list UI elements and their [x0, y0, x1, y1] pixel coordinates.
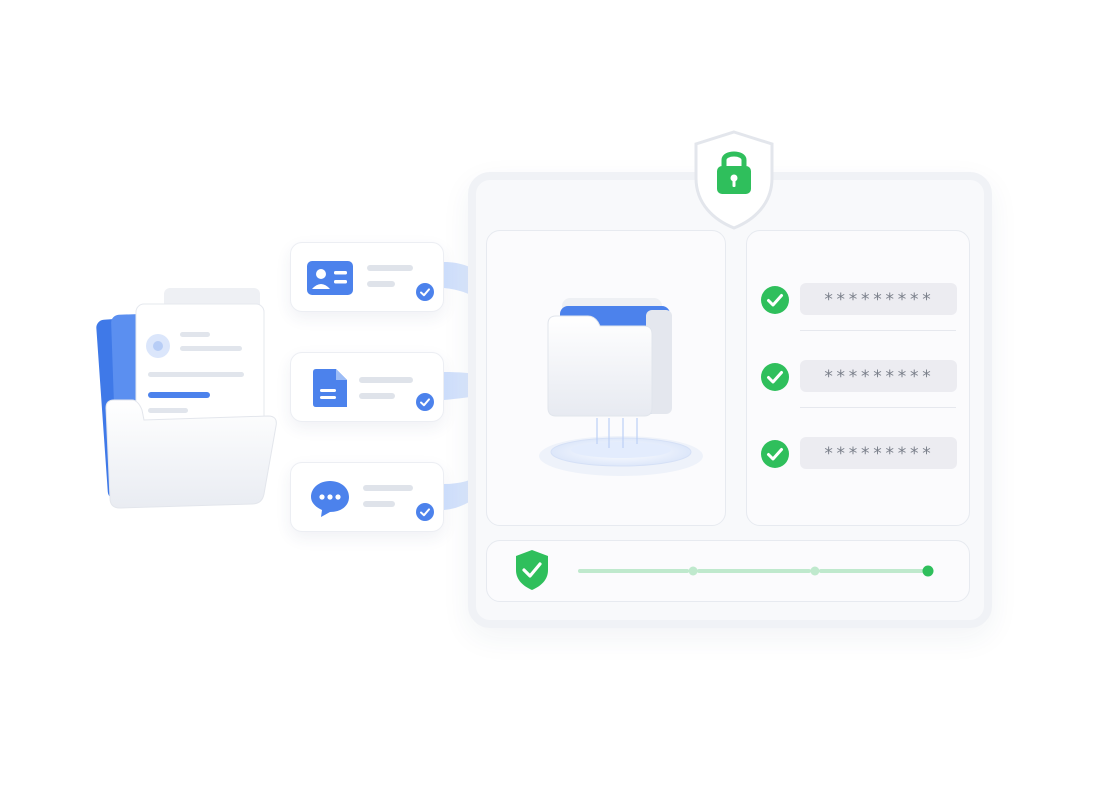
divider [800, 407, 956, 408]
masked-password-field: ********* [800, 283, 957, 315]
text-placeholder-line [363, 501, 395, 507]
password-row: ********* [760, 360, 958, 394]
text-placeholder-line [367, 265, 413, 271]
progress-node [810, 566, 820, 576]
security-progress-track [578, 565, 934, 577]
padlock-shield-icon [694, 130, 774, 230]
verified-check-icon [416, 283, 434, 301]
file-card-chat [290, 462, 444, 532]
progress-end-node [922, 565, 934, 577]
masked-password-field: ********* [800, 360, 957, 392]
check-circle-icon [761, 440, 789, 468]
password-row: ********* [760, 437, 958, 471]
divider [800, 330, 956, 331]
text-placeholder-line [363, 485, 413, 491]
chat-bubble-icon [311, 481, 349, 517]
file-card-document [290, 352, 444, 422]
contact-card-icon [307, 261, 353, 295]
verified-check-icon [416, 393, 434, 411]
shield-check-icon [516, 550, 548, 590]
progress-node [688, 566, 698, 576]
password-row: ********* [760, 283, 958, 317]
file-card-contact [290, 242, 444, 312]
check-circle-icon [761, 286, 789, 314]
check-circle-icon [761, 363, 789, 391]
masked-password-field: ********* [800, 437, 957, 469]
text-placeholder-line [359, 377, 413, 383]
text-placeholder-line [367, 281, 395, 287]
secure-folder-icon [539, 298, 703, 476]
verified-check-icon [416, 503, 434, 521]
document-folder-icon [96, 288, 277, 509]
text-placeholder-line [359, 393, 395, 399]
document-icon [313, 369, 347, 407]
